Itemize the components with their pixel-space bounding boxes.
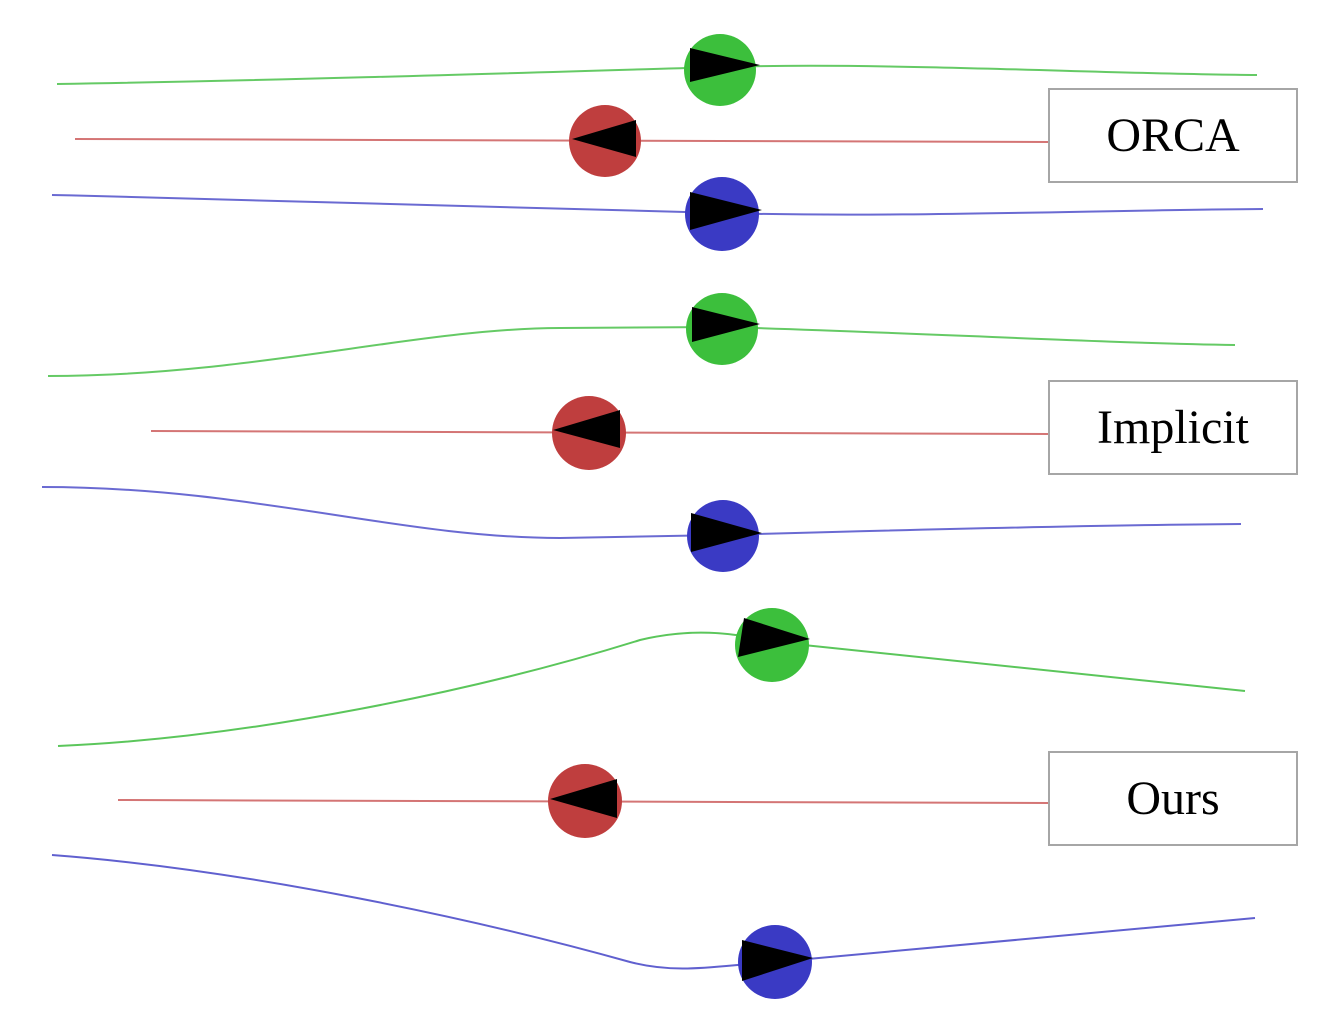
heading-arrow-icon: [572, 120, 636, 157]
heading-arrow-icon: [738, 618, 810, 657]
heading-arrow-icon: [691, 513, 762, 552]
method-label-implicit: Implicit: [1048, 380, 1298, 475]
green-agent-path: [57, 631, 1246, 747]
heading-arrow-icon: [690, 48, 760, 82]
panel-orca: [51, 34, 1264, 251]
blue-agent: [738, 925, 813, 999]
heading-arrow-icon: [742, 940, 813, 981]
red-agent: [569, 105, 641, 177]
heading-arrow-icon: [553, 410, 620, 448]
heading-arrow-icon: [690, 192, 762, 230]
panel-ours: [51, 608, 1256, 999]
blue-agent-path: [51, 854, 1256, 970]
blue-agent-path: [51, 194, 1264, 216]
red-agent: [548, 764, 622, 838]
red-agent-path: [74, 138, 1049, 143]
method-label-orca: ORCA: [1048, 88, 1298, 183]
method-label-ours: Ours: [1048, 751, 1298, 846]
heading-arrow-icon: [550, 779, 617, 818]
heading-arrow-icon: [692, 307, 760, 342]
green-agent: [686, 293, 760, 365]
red-agent: [552, 396, 626, 470]
green-agent-path: [47, 325, 1236, 377]
green-agent-path: [56, 64, 1258, 85]
panel-implicit: [41, 293, 1242, 572]
green-agent: [684, 34, 760, 106]
blue-agent-path: [41, 486, 1242, 540]
blue-agent: [685, 177, 762, 251]
blue-agent: [687, 500, 762, 572]
green-agent: [735, 608, 810, 682]
